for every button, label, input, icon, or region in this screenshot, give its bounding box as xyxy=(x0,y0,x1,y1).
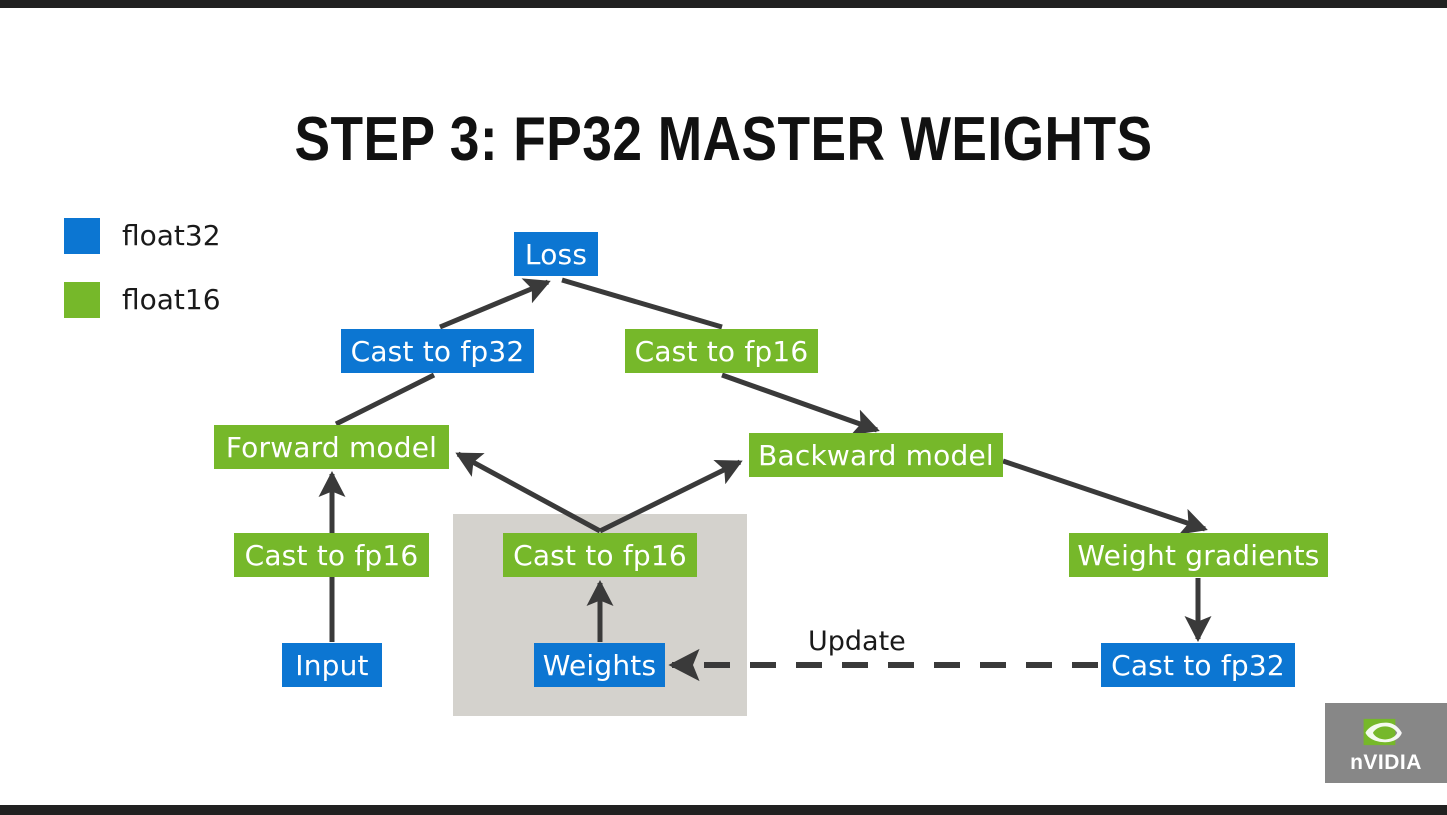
edge-cast-fp16w-to-forward-model xyxy=(455,451,602,534)
node-cast-to-fp16-weights[interactable]: Cast to fp16 xyxy=(503,533,697,577)
legend-label-float16: float16 xyxy=(122,283,221,316)
node-cast-to-fp16-top[interactable]: Cast to fp16 xyxy=(625,329,818,373)
letterbox-bottom-bar xyxy=(0,805,1447,815)
page-title: STEP 3: FP32 MASTER WEIGHTS xyxy=(294,105,1153,174)
edge-label-update: Update xyxy=(808,626,906,657)
node-cast-to-fp16-input[interactable]: Cast to fp16 xyxy=(234,533,429,577)
node-cast-to-fp32-update[interactable]: Cast to fp32 xyxy=(1101,643,1295,687)
edge-backward-model-to-weight-gradients xyxy=(1002,458,1208,535)
nvidia-eye-icon xyxy=(1363,718,1402,746)
legend: float32 float16 xyxy=(64,214,221,342)
node-input[interactable]: Input xyxy=(282,643,382,687)
green-square-icon xyxy=(64,282,100,318)
nvidia-wordmark: nVIDIA xyxy=(1350,751,1422,774)
edge-cast-fp32-to-loss xyxy=(439,278,551,330)
node-cast-to-fp32-top[interactable]: Cast to fp32 xyxy=(341,329,534,373)
nvidia-logo: nVIDIA xyxy=(1325,703,1447,783)
letterbox-top-bar xyxy=(0,0,1447,8)
edge-forward-model-to-cast-fp32 xyxy=(334,372,436,427)
node-weights[interactable]: Weights xyxy=(534,643,665,687)
node-backward-model[interactable]: Backward model xyxy=(749,433,1003,477)
node-loss[interactable]: Loss xyxy=(514,232,598,276)
node-weight-gradients[interactable]: Weight gradients xyxy=(1069,533,1328,577)
node-forward-model[interactable]: Forward model xyxy=(214,425,449,469)
legend-item-float32: float32 xyxy=(64,214,221,258)
legend-label-float32: float32 xyxy=(122,219,221,252)
edge-cast-fp16w-to-backward-model xyxy=(598,459,743,534)
blue-square-icon xyxy=(64,218,100,254)
edge-cast-fp16-to-backward-model xyxy=(721,372,880,436)
legend-item-float16: float16 xyxy=(64,278,221,322)
edge-loss-to-cast-fp16 xyxy=(561,277,723,330)
